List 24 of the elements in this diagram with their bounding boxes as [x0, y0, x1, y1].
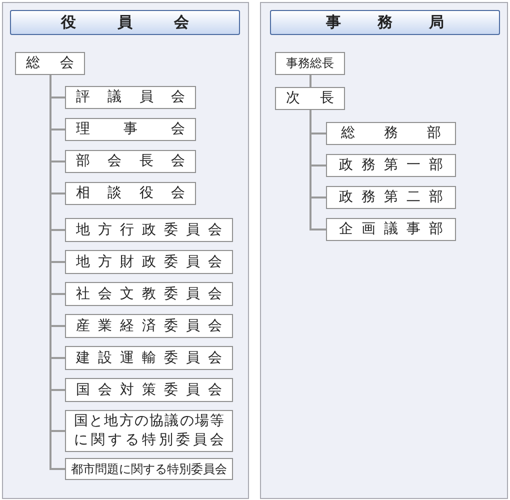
org-unit-box: 総務部 [326, 122, 456, 145]
org-unit-box: 企画議事部 [326, 218, 456, 241]
org-unit-box: 次長 [275, 87, 345, 110]
org-unit-box: 事務総長 [275, 52, 345, 75]
connector-line [310, 75, 312, 87]
org-unit-box: 評議員会 [65, 86, 196, 109]
org-unit-box: 産業経済委員会 [65, 314, 233, 338]
org-unit-box: 相談役会 [65, 182, 196, 205]
org-unit-box: 政務第二部 [326, 186, 456, 209]
org-unit-box: 地方財政委員会 [65, 250, 233, 274]
org-unit-box: 政務第一部 [326, 154, 456, 177]
org-unit-box: 国と地方の協議の場等に関する特別委員会 [65, 410, 233, 452]
section-panel [2, 2, 249, 499]
section-header-bar: 事務局 [270, 10, 500, 35]
org-unit-box: 建設運輸委員会 [65, 346, 233, 370]
section-panel [260, 2, 508, 499]
section-header-bar: 役員会 [10, 10, 240, 35]
org-unit-box: 部会長会 [65, 150, 196, 173]
org-unit-box: 都市問題に関する特別委員会 [65, 458, 233, 480]
org-unit-box: 総会 [15, 52, 85, 75]
org-unit-box: 地方行政委員会 [65, 218, 233, 242]
org-unit-box: 理事会 [65, 118, 196, 141]
org-unit-box: 社会文教委員会 [65, 282, 233, 306]
org-unit-box: 国会対策委員会 [65, 378, 233, 402]
